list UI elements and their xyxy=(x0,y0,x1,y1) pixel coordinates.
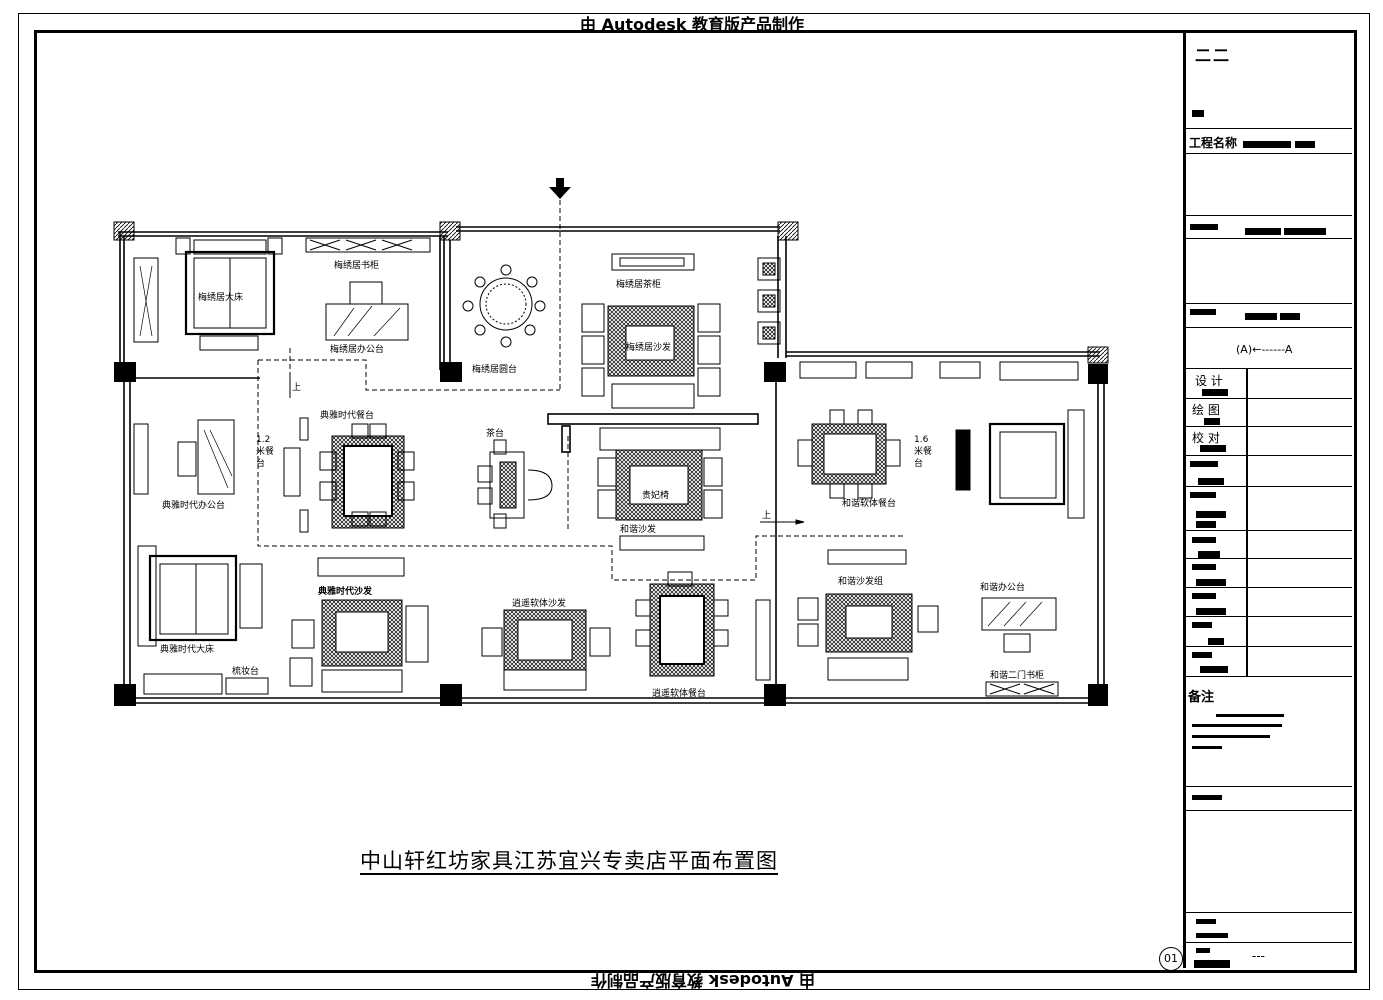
stair-up-label: 上 xyxy=(762,511,772,521)
bed-dianya xyxy=(137,545,263,647)
desk-hexie xyxy=(981,597,1059,697)
tea-cabinet xyxy=(611,253,695,271)
walls xyxy=(118,226,1105,704)
plan-label: 逍遥软体沙发 xyxy=(512,599,567,609)
stair-mark-arrow xyxy=(289,376,805,525)
plan-label: 梅绣居大床 xyxy=(198,293,244,303)
plan-label: 1.2米餐台 xyxy=(256,435,275,469)
plan-label: 贵妃椅 xyxy=(642,491,670,501)
watermark-top: 由 Autodesk 教育版产品制作 xyxy=(580,15,805,34)
desk-dianya xyxy=(133,419,235,495)
plan-label: 和谐软体餐台 xyxy=(842,499,897,509)
plan-label: 1.6米餐台 xyxy=(914,435,933,469)
plan-label: 和谐二门书柜 xyxy=(990,671,1045,681)
plan-label: 典雅时代大床 xyxy=(160,645,215,655)
sofa-dianya xyxy=(289,557,429,693)
plan-label: 逍遥软体餐台 xyxy=(652,689,707,699)
dining-table-dianya xyxy=(283,417,415,533)
bed-meixiuju xyxy=(175,237,283,351)
wall-units-right xyxy=(757,257,781,345)
sofa-center xyxy=(597,427,723,551)
sofa-meixiuju xyxy=(581,303,721,409)
bed-hexie xyxy=(988,409,1085,519)
drawing-title: 中山轩红坊家具江苏宜兴专卖店平面布置图 xyxy=(360,849,778,873)
plan-label: 梅绣居办公台 xyxy=(330,345,385,355)
plan-label: 典雅时代餐台 xyxy=(320,411,375,421)
dining-table-hexie xyxy=(797,409,971,499)
dining-table-xiaoyao xyxy=(635,571,771,681)
plan-label: 梳妆台 xyxy=(232,667,260,677)
plan-label: 梅绣居沙发 xyxy=(626,343,672,353)
columns xyxy=(113,221,1109,706)
sofa-xiaoyao xyxy=(481,609,611,691)
plan-label: 梅绣居茶柜 xyxy=(616,280,662,290)
plan-label: 和谐沙发组 xyxy=(838,577,884,587)
tea-chairs-right xyxy=(799,361,1079,381)
drawing-frame xyxy=(34,30,1357,973)
plan-label: 典雅时代办公台 xyxy=(162,501,226,511)
tea-table-center xyxy=(477,439,553,529)
dresser xyxy=(143,673,269,695)
sheet-number: 01 xyxy=(1164,952,1178,965)
plan-label: 茶台 xyxy=(486,429,505,439)
plan-label: 梅绣居书柜 xyxy=(334,261,380,271)
plan-label: 和谐沙发 xyxy=(620,525,657,535)
desk-meixiuju xyxy=(325,281,409,341)
sheet-outer-border xyxy=(18,13,1370,990)
sheet-number-circle: 01 xyxy=(1159,947,1183,971)
entrance-arrow-icon xyxy=(549,178,571,390)
stair-up-label: 上 xyxy=(292,383,302,393)
plan-label: 和谐办公台 xyxy=(980,583,1026,593)
title-block-divider xyxy=(1183,32,1186,968)
wardrobe-left xyxy=(133,257,159,343)
bookcase-meixiuju xyxy=(305,237,431,253)
plan-label: 梅绣居圆台 xyxy=(472,365,518,375)
plan-label: 典雅时代沙发 xyxy=(318,587,373,597)
round-table xyxy=(462,264,546,348)
sofa-hexie xyxy=(797,549,939,681)
